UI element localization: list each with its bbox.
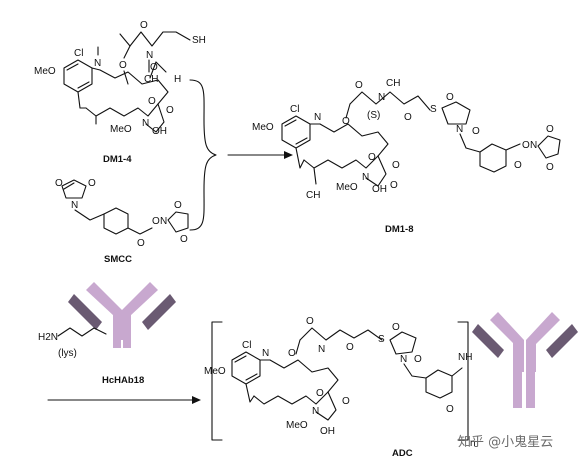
svg-text:Cl: Cl: [290, 104, 299, 115]
svg-text:O: O: [148, 96, 156, 107]
reaction-arrow-top: [227, 151, 293, 159]
dm1-4-structure: O N CH SH O O O O N OH MeO H N Cl MeO: [34, 20, 206, 137]
adc-left-bracket: [211, 321, 223, 441]
svg-text:Cl: Cl: [242, 340, 251, 351]
svg-text:CH: CH: [386, 78, 400, 89]
svg-text:O: O: [514, 160, 522, 171]
svg-text:O: O: [546, 124, 554, 135]
svg-text:N: N: [400, 354, 407, 365]
svg-text:H: H: [174, 74, 181, 85]
svg-text:N: N: [160, 216, 167, 227]
svg-text:S: S: [378, 334, 385, 345]
svg-text:NH: NH: [458, 352, 472, 363]
svg-text:SH: SH: [192, 35, 206, 46]
svg-text:(S): (S): [367, 110, 380, 121]
svg-text:O: O: [174, 200, 182, 211]
svg-text:O: O: [392, 160, 400, 171]
svg-text:Cl: Cl: [74, 48, 83, 59]
svg-text:O: O: [404, 112, 412, 123]
svg-text:O: O: [446, 92, 454, 103]
svg-text:O: O: [88, 178, 96, 189]
svg-text:N: N: [146, 50, 153, 61]
svg-text:N: N: [142, 118, 149, 129]
svg-text:O: O: [522, 140, 530, 151]
svg-text:N: N: [318, 344, 325, 355]
svg-text:O: O: [150, 62, 158, 73]
svg-text:OH: OH: [152, 126, 167, 137]
svg-text:O: O: [414, 354, 422, 365]
svg-text:O: O: [355, 80, 363, 91]
reaction-arrow-bottom: [47, 396, 201, 404]
dm1-8-label: DM1-8: [385, 224, 414, 235]
svg-text:N: N: [71, 200, 78, 211]
hchab18-label: HcHAb18: [102, 375, 144, 386]
svg-text:N: N: [362, 172, 369, 183]
svg-text:N: N: [378, 92, 385, 103]
reactant-brace: [189, 79, 217, 231]
svg-text:O: O: [342, 396, 350, 407]
smcc-label: SMCC: [104, 254, 132, 265]
svg-text:CH: CH: [306, 190, 320, 201]
svg-text:O: O: [316, 388, 324, 399]
svg-text:O: O: [546, 162, 554, 173]
svg-text:O: O: [368, 152, 376, 163]
dm1-4-label: DM1-4: [103, 154, 132, 165]
adc-label: ADC: [392, 448, 413, 459]
svg-text:CH: CH: [144, 74, 158, 85]
svg-text:MeO: MeO: [34, 66, 56, 77]
svg-text:OH: OH: [320, 426, 335, 437]
svg-text:N: N: [312, 406, 319, 417]
svg-text:S: S: [430, 104, 437, 115]
svg-text:O: O: [392, 322, 400, 333]
svg-text:MeO: MeO: [204, 366, 226, 377]
svg-text:OH: OH: [372, 184, 387, 195]
adc-structure: O N O S O O N O NH O O O N OH MeO N Cl M…: [204, 316, 472, 437]
svg-text:O: O: [166, 105, 174, 116]
svg-text:O: O: [55, 178, 63, 189]
svg-text:O: O: [306, 316, 314, 327]
dm1-8-structure: O N CH (S) O S O O N O O N O O O O O O N…: [252, 78, 561, 201]
lysine-amine: H2N (lys): [38, 327, 107, 359]
svg-text:O: O: [119, 60, 127, 71]
svg-text:O: O: [342, 116, 350, 127]
svg-text:O: O: [180, 234, 188, 245]
svg-text:N: N: [94, 58, 101, 69]
svg-text:O: O: [346, 342, 354, 353]
adc-subscript: n: [470, 438, 476, 449]
antibody-left: [68, 282, 176, 348]
svg-text:O: O: [390, 180, 398, 191]
svg-text:O: O: [288, 348, 296, 359]
svg-text:O: O: [472, 126, 480, 137]
amine-label: H2N: [38, 332, 58, 343]
svg-text:N: N: [456, 124, 463, 135]
watermark-text: 知乎 @小鬼星云: [458, 434, 553, 450]
svg-text:O: O: [137, 238, 145, 249]
svg-text:O: O: [152, 216, 160, 227]
svg-text:MeO: MeO: [286, 420, 308, 431]
lys-label: (lys): [58, 348, 77, 359]
smcc-structure: O O N O O N O O: [55, 178, 189, 249]
svg-text:MeO: MeO: [252, 122, 274, 133]
svg-text:O: O: [446, 404, 454, 415]
svg-text:N: N: [314, 112, 321, 123]
svg-text:MeO: MeO: [336, 182, 358, 193]
adc-right-bracket: [457, 321, 469, 441]
svg-text:N: N: [262, 348, 269, 359]
svg-text:N: N: [530, 140, 537, 151]
svg-text:MeO: MeO: [110, 124, 132, 135]
svg-text:O: O: [140, 20, 148, 31]
antibody-right: [472, 312, 578, 408]
